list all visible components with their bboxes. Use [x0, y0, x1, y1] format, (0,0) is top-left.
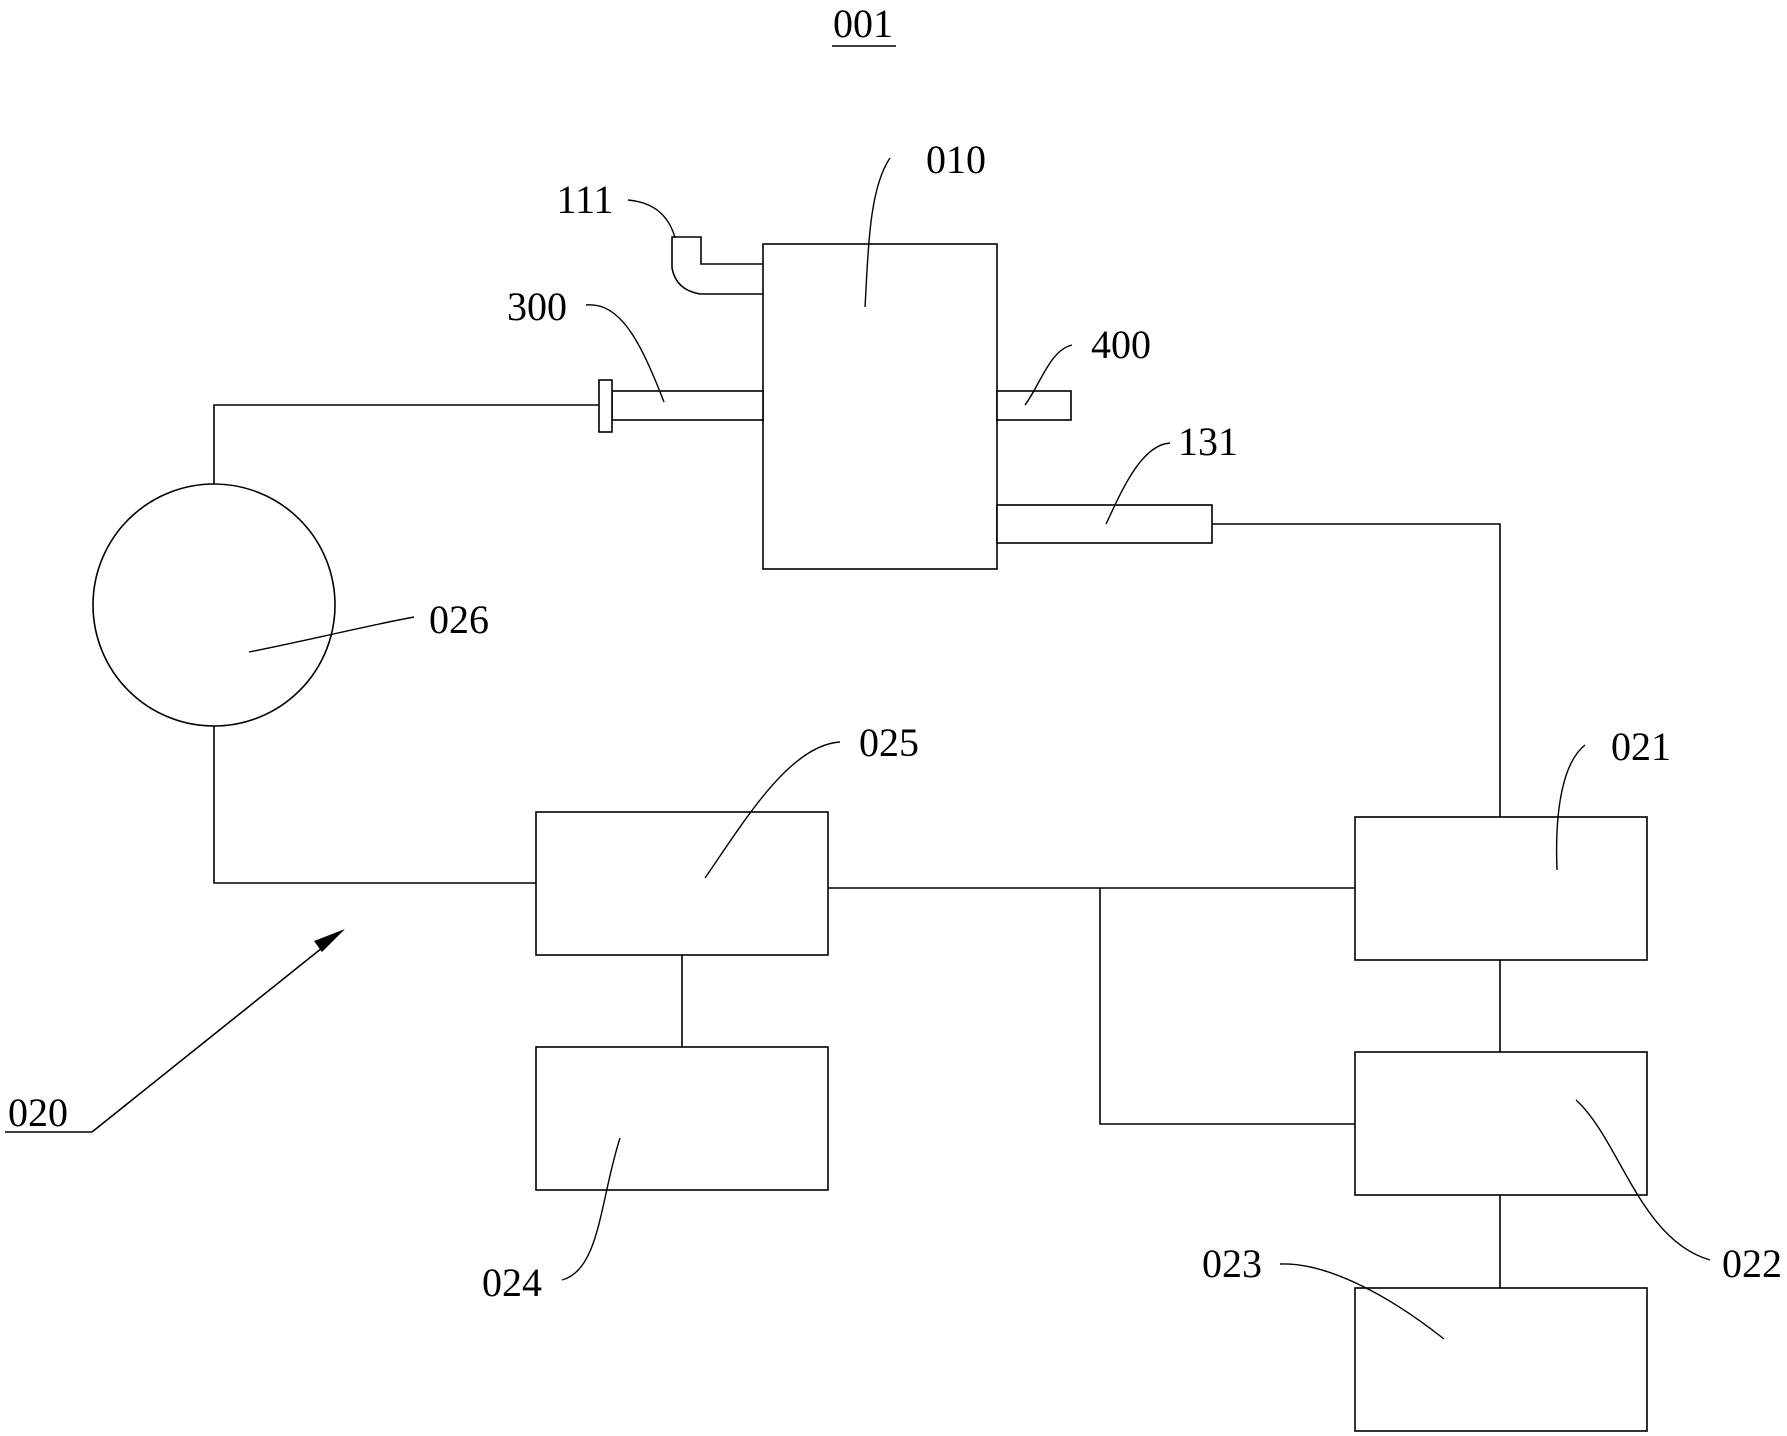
leader-300 [585, 304, 665, 403]
leader-111 [627, 199, 676, 239]
pipe-400 [996, 390, 1072, 421]
label-010: 010 [926, 137, 986, 182]
component-022-box [1354, 1051, 1648, 1196]
label-400: 400 [1091, 322, 1151, 367]
label-026: 026 [429, 597, 489, 642]
component-021-box [1354, 816, 1648, 961]
component-026-circle [92, 483, 336, 727]
label-020: 020 [8, 1090, 68, 1135]
component-024-box [535, 1046, 829, 1191]
label-022: 022 [1722, 1241, 1782, 1286]
leader-023 [1279, 1263, 1445, 1340]
line-131-to-021 [1212, 523, 1501, 817]
line-026-to-300 [213, 404, 599, 484]
leader-021 [1555, 744, 1586, 871]
leader-400 [1024, 344, 1073, 406]
pipe-111 [671, 236, 763, 295]
leader-024 [561, 1137, 621, 1281]
component-023-box [1354, 1287, 1648, 1432]
label-111: 111 [556, 177, 613, 222]
arrow-020-shaft [91, 939, 333, 1133]
leader-026 [248, 616, 415, 653]
line-branch-to-022 [1099, 888, 1355, 1125]
label-023: 023 [1202, 1241, 1262, 1286]
component-025-box [535, 811, 829, 956]
line-026-to-025 [213, 726, 536, 884]
label-024: 024 [482, 1260, 542, 1305]
arrow-020-head-icon [314, 929, 345, 952]
label-025: 025 [859, 720, 919, 765]
leader-025 [704, 741, 841, 879]
label-300: 300 [507, 284, 567, 329]
figure-label: 001 [833, 1, 893, 46]
pipe-300 [611, 390, 764, 421]
leader-131 [1105, 442, 1171, 525]
pipe-131 [996, 504, 1213, 544]
leader-022 [1575, 1099, 1711, 1261]
label-131: 131 [1178, 419, 1238, 464]
flange-300 [598, 379, 613, 433]
label-021: 021 [1611, 724, 1671, 769]
component-010-box [762, 243, 998, 570]
leader-010 [864, 157, 891, 308]
